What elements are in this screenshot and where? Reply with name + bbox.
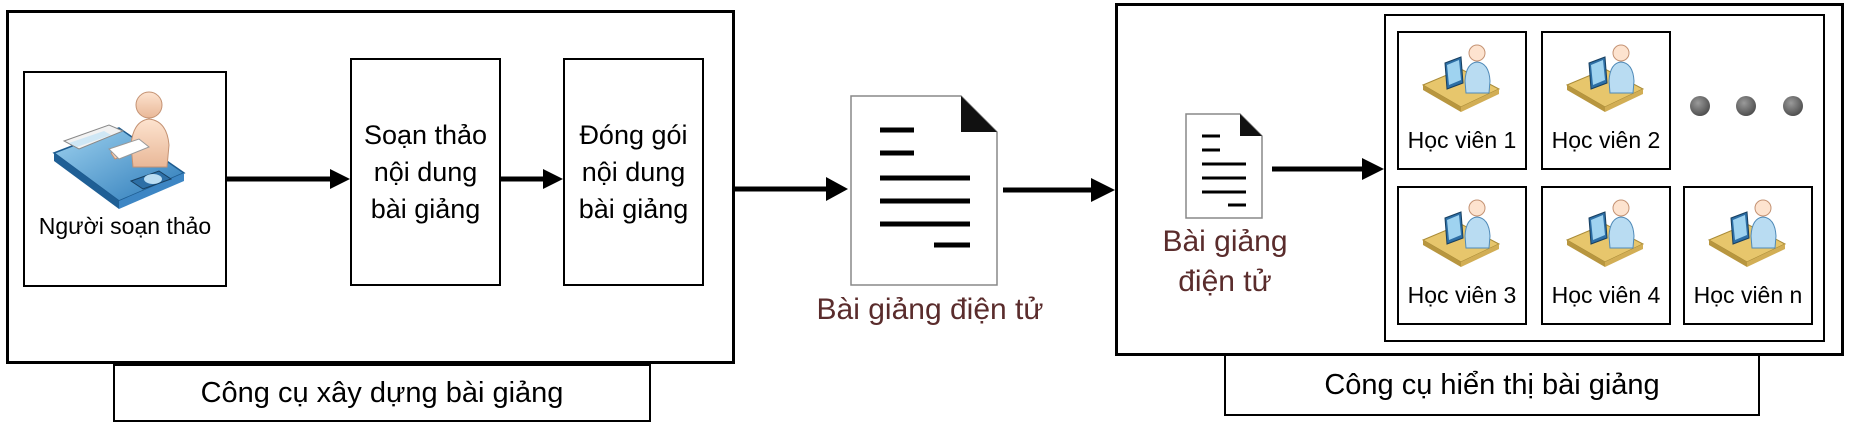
step-package-box: Đóng gói nội dung bài giảng [563,58,704,286]
step-compose-box: Soạn thảo nội dung bài giảng [350,58,501,286]
learner-tile: Học viên 3 [1397,186,1527,325]
learner-label: Học viên 4 [1551,282,1661,308]
learner-tile: Học viên 2 [1541,31,1671,170]
learner-label: Học viên 1 [1407,127,1517,153]
person-at-computer-icon [1421,199,1501,267]
learner-tile: Học viên 1 [1397,31,1527,170]
person-at-computer-icon [1565,44,1645,112]
viewer-document-label: Bài giảng điện tử [1162,225,1288,298]
person-at-desk-icon [52,91,186,209]
learner-label: Học viên 2 [1551,127,1661,153]
person-at-computer-icon [1565,199,1645,267]
learner-tile: Học viên 4 [1541,186,1671,325]
author-box: Người soạn thảo [23,71,227,287]
builder-tool-caption: Công cụ xây dựng bài giảng [113,364,651,422]
person-at-computer-icon [1707,199,1787,267]
document-label: Bài giảng điện tử [816,293,1044,326]
viewer-tool-caption: Công cụ hiển thị bài giảng [1224,354,1760,416]
learner-label: Học viên n [1693,282,1803,308]
person-at-computer-icon [1421,44,1501,112]
learner-label: Học viên 3 [1407,282,1517,308]
author-label: Người soạn thảo [38,213,212,239]
learner-tile: Học viên n [1683,186,1813,325]
